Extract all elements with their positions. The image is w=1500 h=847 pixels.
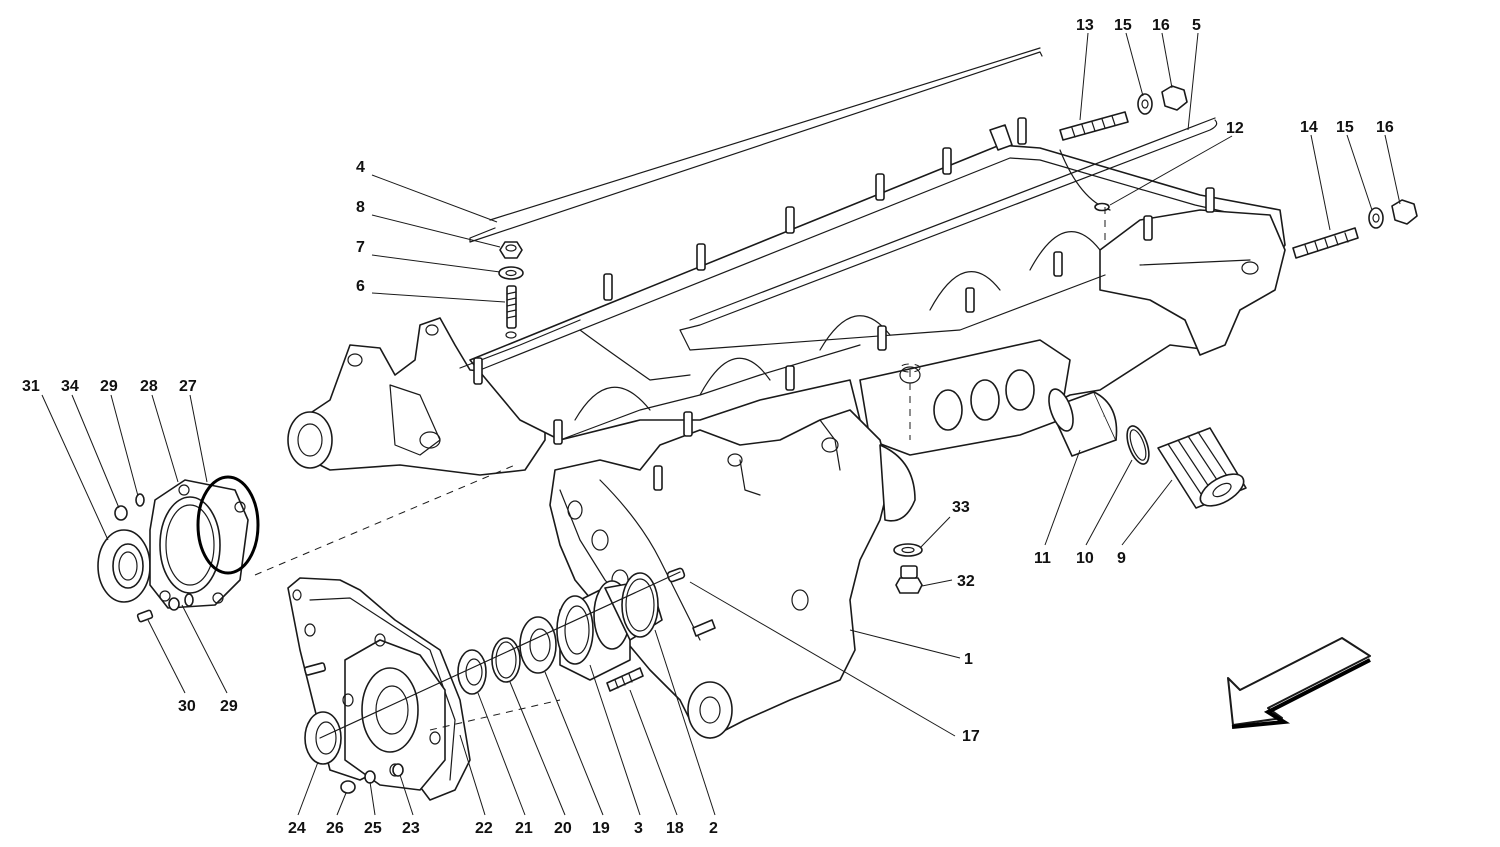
callout-28: 28 (140, 378, 158, 395)
stud (1205, 187, 1215, 213)
callout-11: 11 (1034, 550, 1051, 567)
callout-22: 22 (475, 820, 493, 837)
callout-3: 3 (634, 820, 643, 837)
callout-26: 26 (326, 820, 344, 837)
callout-15b: 15 (1336, 119, 1354, 136)
stud (683, 411, 693, 437)
leader-lines (41, 32, 1401, 816)
callout-15: 15 (1114, 17, 1132, 34)
stud (1017, 117, 1027, 145)
callout-32: 32 (957, 573, 975, 590)
stud (965, 287, 975, 313)
front-cover-set (287, 577, 471, 801)
callout-16b: 16 (1376, 119, 1394, 136)
callout-24: 24 (288, 820, 306, 837)
callout-27: 27 (179, 378, 197, 395)
callout-23: 23 (402, 820, 420, 837)
callout-34: 34 (61, 378, 79, 395)
callout-14: 14 (1300, 119, 1318, 136)
callout-7: 7 (356, 239, 365, 256)
callout-29b: 29 (220, 698, 238, 715)
callout-29: 29 (100, 378, 118, 395)
callout-18: 18 (666, 820, 684, 837)
crankcase-housing (287, 124, 1286, 739)
callout-4: 4 (356, 159, 365, 176)
callout-numbers: 4 8 7 6 13 15 16 5 12 14 15 16 11 10 9 3… (22, 17, 1394, 837)
front-direction-arrow (1227, 637, 1371, 729)
callout-17: 17 (962, 728, 980, 745)
callout-13: 13 (1076, 17, 1094, 34)
stud (1143, 215, 1153, 241)
callout-6: 6 (356, 278, 365, 295)
callout-9: 9 (1117, 550, 1126, 567)
callout-33: 33 (952, 499, 970, 516)
cover-studs (473, 117, 1215, 491)
sleeve-ring-filter-set (1048, 388, 1247, 509)
callout-1: 1 (964, 651, 973, 668)
drain-plug-and-washer (893, 543, 923, 594)
upper-right-stud-set (1059, 85, 1188, 141)
callout-8: 8 (356, 199, 365, 216)
stud (1053, 251, 1063, 277)
callout-16: 16 (1152, 17, 1170, 34)
callout-5: 5 (1192, 17, 1201, 34)
shaft-bearing-set (457, 567, 716, 695)
stud (473, 357, 483, 385)
stud-washer-nut-set (498, 241, 524, 339)
stud (877, 325, 887, 351)
callout-12: 12 (1226, 120, 1244, 137)
right-end-stud-set (1292, 199, 1418, 259)
callout-2: 2 (709, 820, 718, 837)
callout-19: 19 (592, 820, 610, 837)
stud (553, 419, 563, 445)
stud (603, 273, 613, 301)
assembly-lines (254, 207, 1106, 739)
callout-25: 25 (364, 820, 382, 837)
callout-30: 30 (178, 698, 196, 715)
callout-20: 20 (554, 820, 572, 837)
callout-10: 10 (1076, 550, 1094, 567)
stud (696, 243, 706, 271)
stud (785, 206, 795, 234)
stud (942, 147, 952, 175)
stud (785, 365, 795, 391)
stud (653, 465, 663, 491)
left-bearing-cap-set (97, 475, 260, 623)
small-o-ring (1094, 202, 1110, 212)
callout-21: 21 (515, 820, 533, 837)
callout-31: 31 (22, 378, 40, 395)
stud (875, 173, 885, 201)
